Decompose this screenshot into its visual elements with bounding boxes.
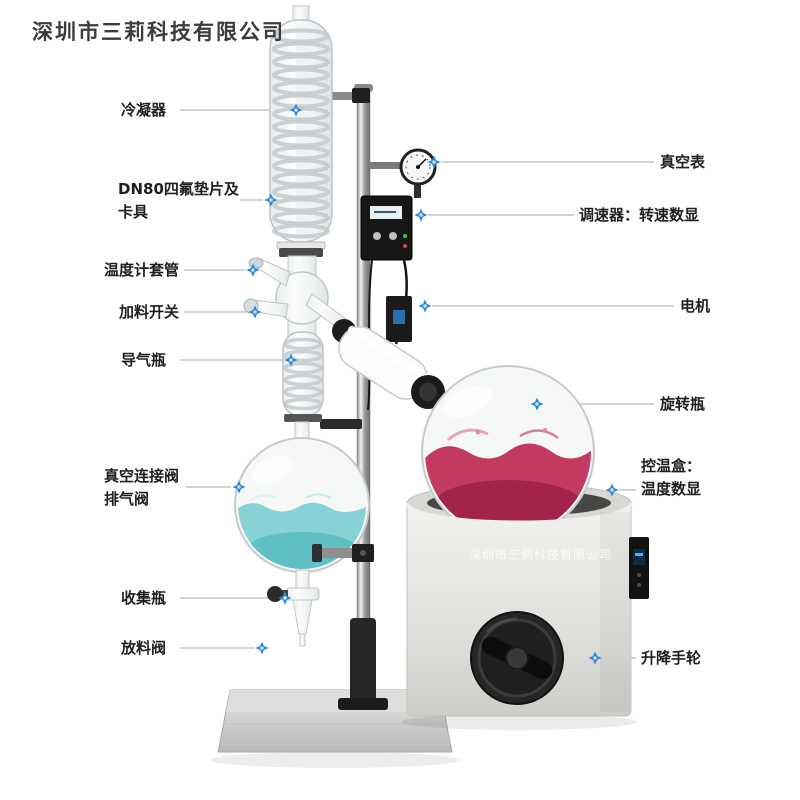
marker-discharge-valve (255, 641, 269, 655)
label-feed-switch: 加料开关 (119, 303, 180, 321)
marker-motor (418, 299, 432, 313)
collection-flask (234, 437, 374, 647)
rotating-flask (421, 365, 595, 539)
label-vacuum-gauge: 真空表 (660, 153, 706, 171)
bath-watermark: 深圳市三莉科技有限公司 (468, 548, 612, 562)
company-name: 深圳市三莉科技有限公司 (32, 20, 285, 44)
label-motor: 电机 (680, 297, 711, 315)
speed-controller-box (360, 195, 413, 411)
label-collect-bottle: 收集瓶 (121, 589, 167, 607)
label-rotating-bottle: 旋转瓶 (660, 395, 706, 413)
three-neck-adapter (243, 255, 356, 343)
flask-clamp (312, 544, 374, 562)
label-gas-guide-bottle: 导气瓶 (121, 351, 167, 369)
dn80-clamp (276, 241, 326, 257)
vacuum-gauge (368, 148, 437, 198)
label-temp-control-box: 控温盒： 温度数显 (641, 457, 702, 498)
discharge-valve (267, 569, 320, 647)
label-discharge-valve: 放料阀 (121, 639, 167, 657)
gas-guide-bottle (282, 331, 362, 449)
condenser (269, 5, 333, 243)
heating-bath (401, 502, 649, 730)
lift-handwheel (470, 611, 564, 705)
label-thermo-sleeve: 温度计套管 (104, 261, 180, 279)
label-gasket-clamp: DN80四氟垫片及 卡具 (118, 180, 239, 221)
marker-speed-controller (414, 208, 428, 222)
label-lift-handwheel: 升降手轮 (641, 649, 702, 667)
temp-control-panel (629, 537, 649, 599)
label-speed-controller: 调速器：转速数显 (579, 206, 700, 224)
label-condenser: 冷凝器 (121, 101, 167, 119)
motor-junction-box (386, 296, 412, 342)
label-vacuum-valve: 真空连接阀 排气阀 (104, 467, 180, 508)
motor (338, 325, 445, 409)
